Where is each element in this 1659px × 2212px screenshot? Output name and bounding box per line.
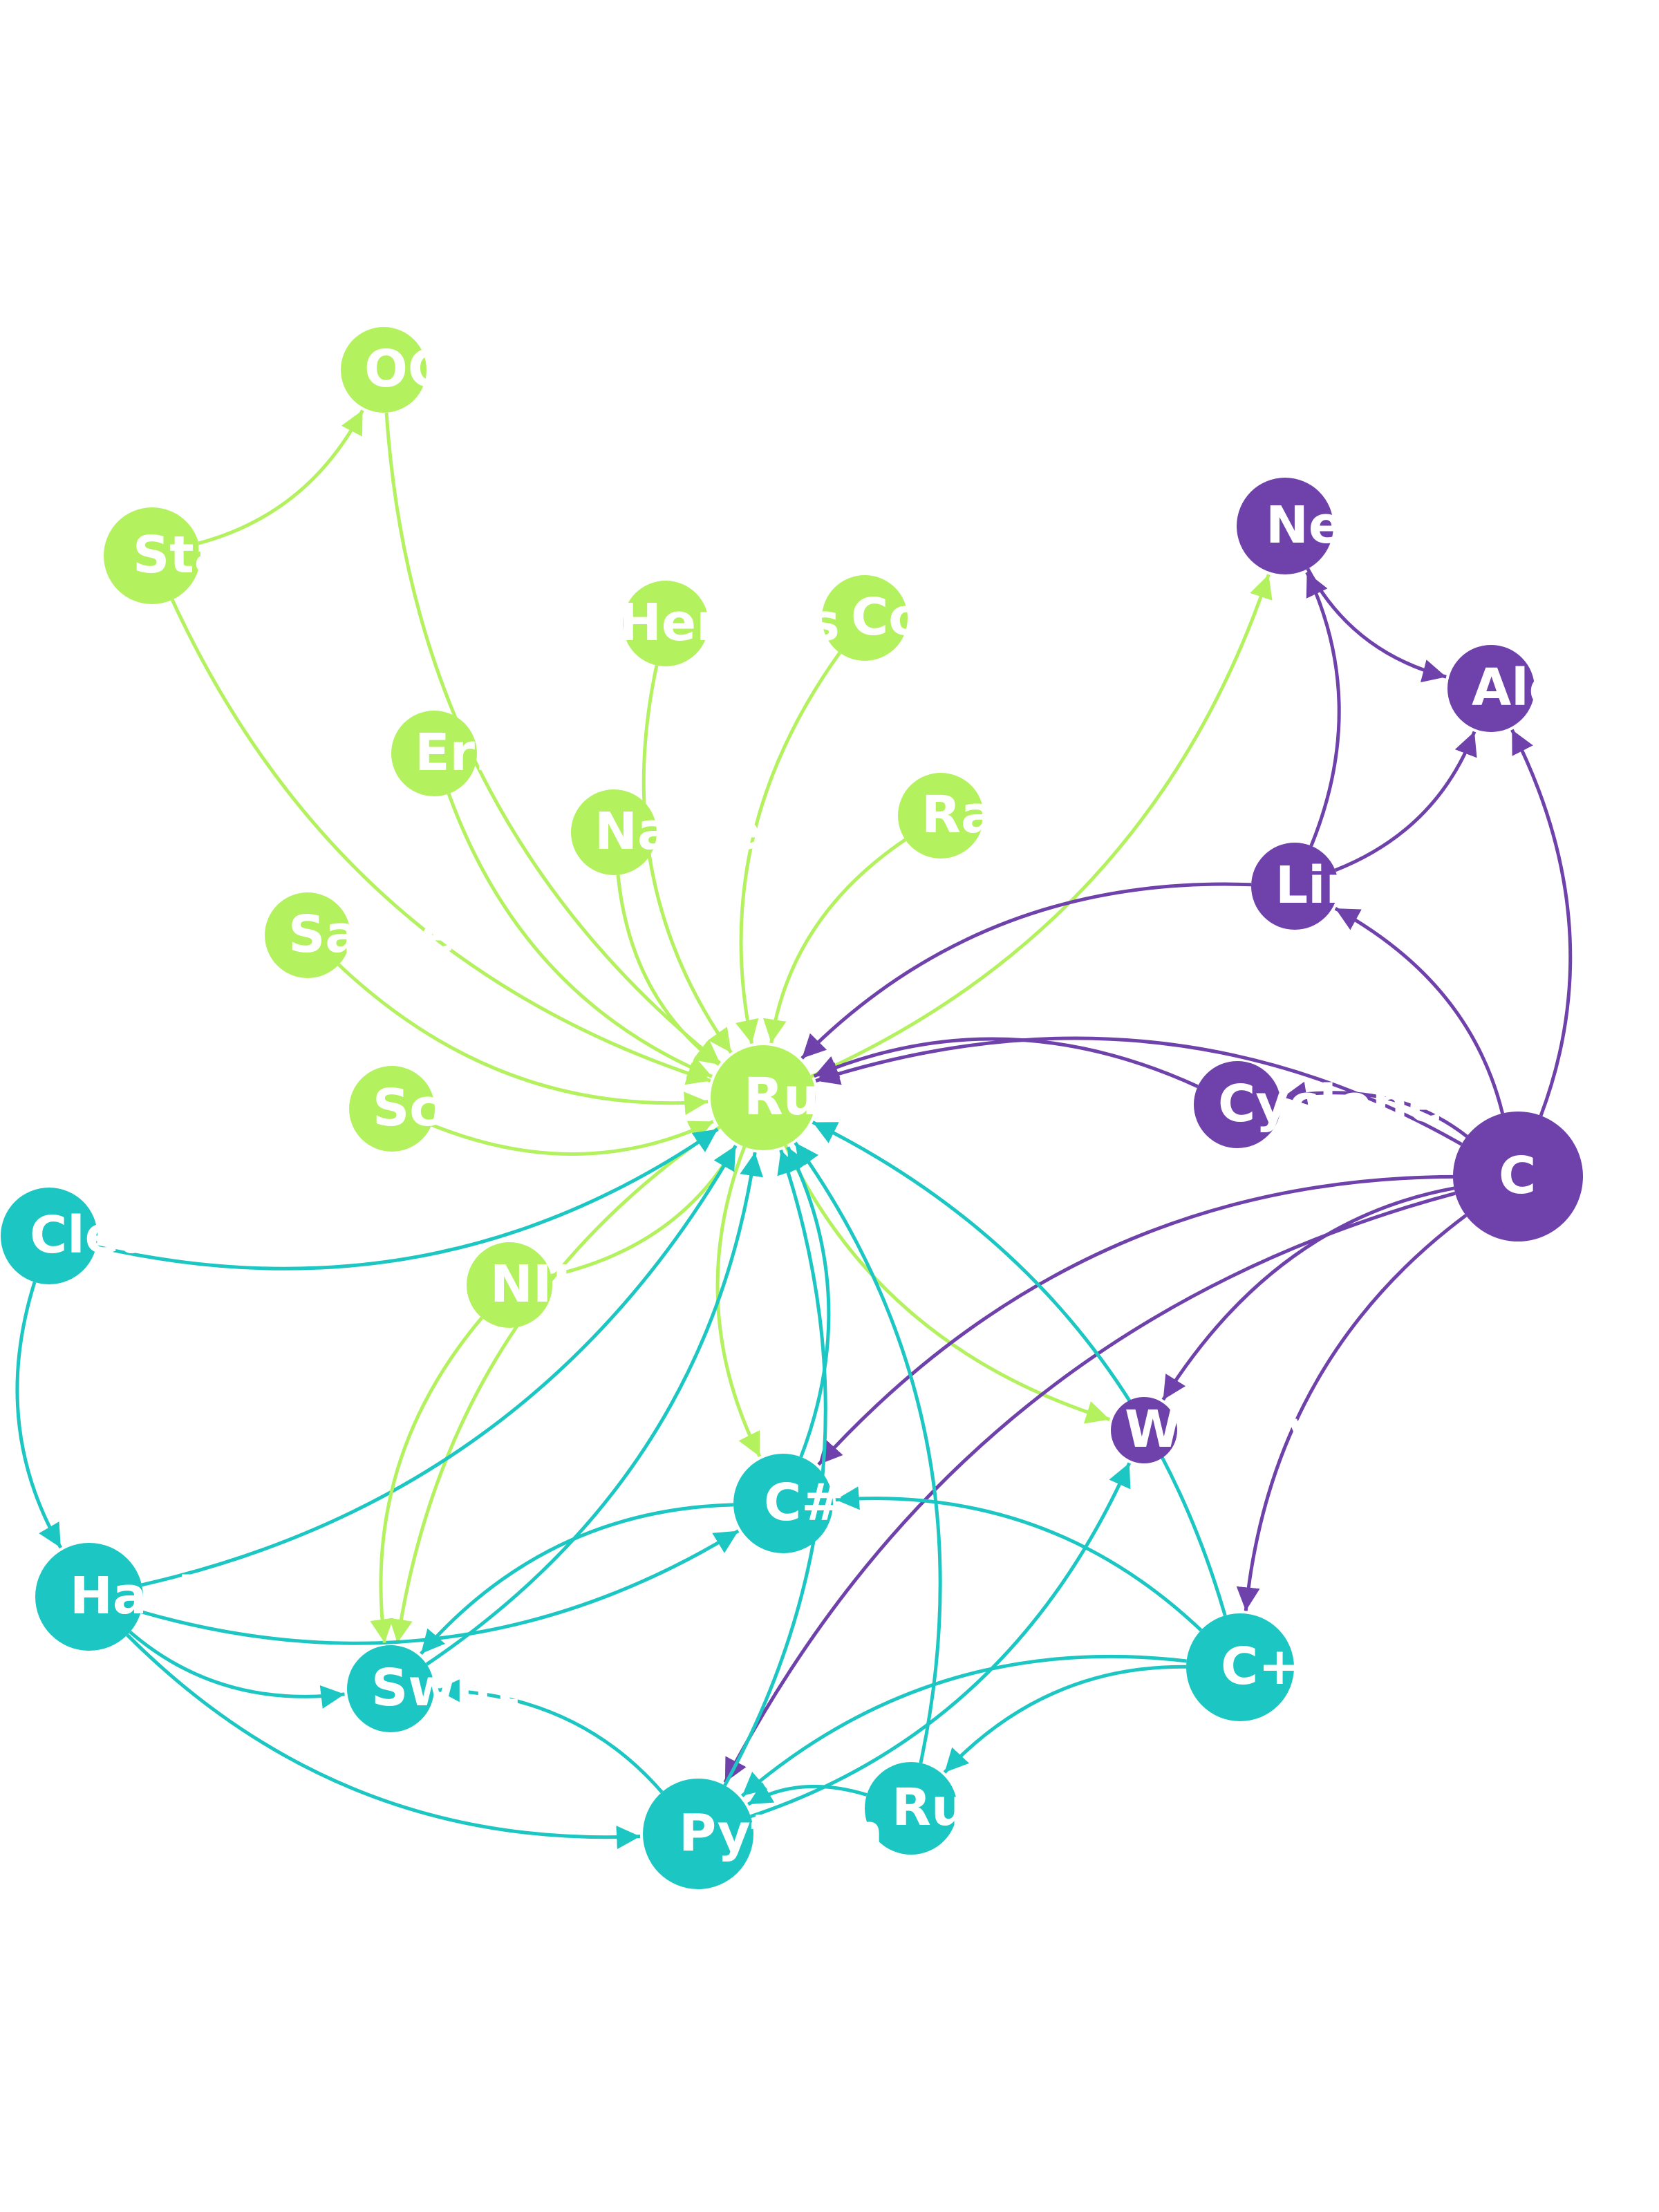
node-circle-swift[interactable]	[347, 1645, 434, 1732]
node-circle-racket[interactable]	[898, 773, 984, 859]
edge-limbo-to-alef	[1334, 731, 1477, 872]
node-circle-ruby[interactable]	[865, 1762, 957, 1855]
edge-newsqueak-to-alef	[1306, 568, 1447, 683]
edge-haskell-to-swift	[129, 1630, 345, 1709]
node-label: NIL	[490, 1255, 585, 1314]
node-label: Common Lisp	[851, 588, 1237, 647]
edge-ruby-to-rust	[794, 1141, 942, 1763]
node-label: Swift	[371, 1658, 520, 1718]
edge-sml-to-ocaml	[198, 409, 364, 545]
edge-rust-to-newsqueak	[810, 574, 1273, 1078]
node-label: C#	[764, 1473, 844, 1533]
node-label: Erlang	[415, 723, 600, 782]
node-label: Sather	[288, 905, 480, 964]
edge-haskell-to-csharp	[140, 1529, 740, 1645]
edge-racket-to-rust	[762, 838, 907, 1044]
node-label: Standard ML	[133, 525, 499, 585]
node-circle-napier[interactable]	[571, 789, 657, 875]
edge-clean-to-haskell	[15, 1282, 63, 1549]
edge-c-to-cyclone	[1282, 1081, 1468, 1138]
edge-cpp-to-ruby	[943, 1665, 1187, 1774]
node-label: Haskell	[70, 1566, 280, 1626]
edge-c-to-alef	[1510, 729, 1573, 1116]
node-circle-cpp[interactable]	[1186, 1613, 1294, 1721]
edge-scheme-to-rust	[431, 1120, 714, 1156]
node-circle-erlang[interactable]	[391, 711, 477, 796]
node-circle-clean[interactable]	[1, 1188, 97, 1284]
node-label: C	[1499, 1146, 1536, 1206]
node-label: Rust	[744, 1067, 874, 1127]
edge-nil-to-swift	[370, 1316, 483, 1643]
nodes-layer	[1, 327, 1583, 1889]
edge-c-to-rust	[815, 1036, 1463, 1146]
node-label: Alef	[1472, 658, 1586, 718]
node-circle-nil[interactable]	[467, 1242, 552, 1328]
node-label: Clean	[30, 1206, 190, 1265]
node-label: Napier88	[594, 802, 857, 861]
edge-c-to-csharp	[817, 1174, 1454, 1466]
node-circle-csharp[interactable]	[733, 1454, 833, 1553]
node-circle-newsqueak[interactable]	[1237, 478, 1333, 574]
node-circle-limbo[interactable]	[1251, 843, 1338, 930]
edge-rust-to-swift	[389, 1125, 721, 1644]
node-label: Limbo	[1275, 856, 1450, 915]
edge-erlang-to-rust	[447, 793, 713, 1078]
node-label: Cyclone	[1218, 1074, 1443, 1134]
edge-c-to-limbo	[1334, 906, 1504, 1114]
edge-python-to-swift	[436, 1678, 664, 1794]
edge-cyclone-to-rust	[813, 1037, 1199, 1089]
edge-limbo-to-rust	[800, 882, 1252, 1060]
edge-haskell-to-python	[126, 1633, 641, 1850]
edge-c-to-whiley	[1161, 1186, 1454, 1401]
edge-ruby-to-python	[747, 1782, 868, 1806]
edge-ocaml-to-rust	[384, 412, 722, 1065]
node-circle-sml[interactable]	[104, 507, 200, 604]
edge-lisp-to-rust	[735, 651, 841, 1044]
edge-c-to-python	[723, 1191, 1456, 1783]
node-label: Python	[679, 1803, 883, 1863]
node-label: Racket	[921, 785, 1118, 845]
node-label: Hermes	[619, 593, 840, 653]
edge-haskell-to-rust	[141, 1145, 738, 1587]
edge-rust-to-whiley	[784, 1144, 1111, 1424]
node-label: Ruby	[892, 1778, 1038, 1837]
node-circle-cyclone[interactable]	[1194, 1061, 1281, 1148]
edge-swift-to-rust	[425, 1152, 763, 1666]
edge-c-to-cpp	[1236, 1214, 1468, 1611]
edges-layer	[15, 409, 1573, 1850]
edge-clean-to-rust	[95, 1127, 719, 1271]
edge-cpp-to-rust	[812, 1121, 1227, 1616]
node-circle-lisp[interactable]	[822, 575, 908, 661]
node-label: Newsqueak	[1266, 496, 1598, 555]
node-circle-haskell[interactable]	[35, 1543, 143, 1651]
edge-rust-to-csharp	[715, 1146, 762, 1458]
edge-limbo-to-newsqueak	[1305, 571, 1341, 847]
edge-hermes-to-rust	[641, 665, 733, 1054]
node-label: Whiley	[1125, 1400, 1320, 1459]
edge-sather-to-rust	[337, 963, 709, 1116]
edge-csharp-to-swift	[420, 1503, 734, 1656]
node-label: C++	[1221, 1637, 1344, 1696]
edge-cpp-to-python	[740, 1654, 1187, 1797]
node-circle-ocaml[interactable]	[341, 327, 427, 413]
node-circle-rust[interactable]	[711, 1045, 816, 1150]
node-circle-hermes[interactable]	[623, 581, 709, 666]
node-circle-python[interactable]	[643, 1779, 753, 1889]
node-circle-scheme[interactable]	[349, 1066, 435, 1152]
node-circle-sather[interactable]	[265, 892, 350, 978]
node-circle-alef[interactable]	[1447, 645, 1535, 732]
edge-cpp-to-csharp	[835, 1486, 1203, 1632]
node-label: Scheme	[373, 1078, 599, 1138]
edge-csharp-to-rust	[786, 1146, 831, 1458]
node-circle-c[interactable]	[1453, 1112, 1583, 1241]
node-circle-whiley[interactable]	[1111, 1397, 1177, 1463]
node-label: OCaml	[364, 339, 551, 399]
edge-napier-to-rust	[616, 874, 720, 1066]
edge-sml-to-rust	[170, 599, 711, 1085]
